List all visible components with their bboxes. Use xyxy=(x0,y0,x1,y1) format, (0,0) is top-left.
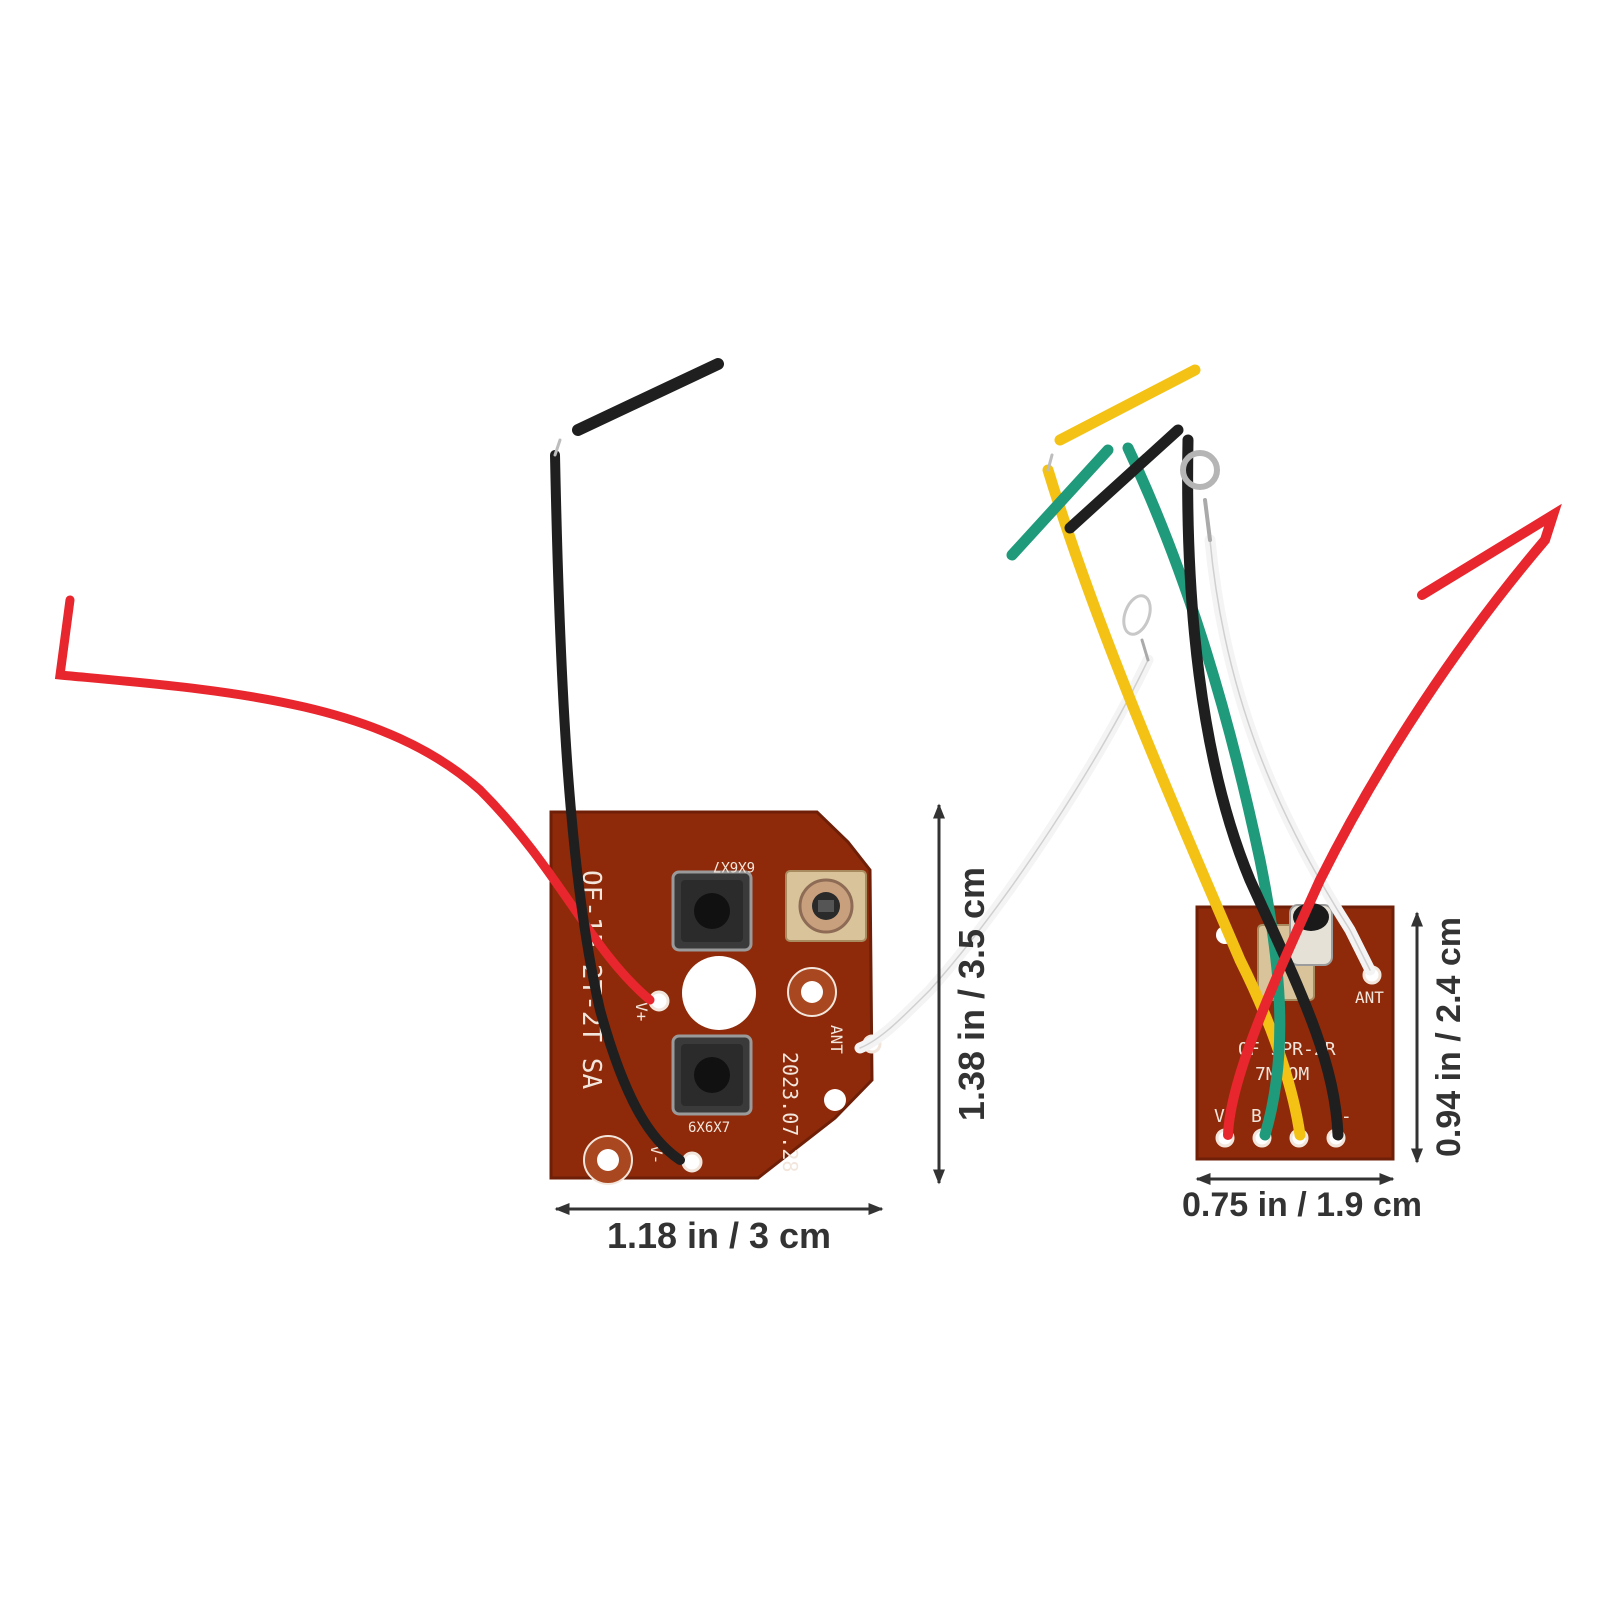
receiver-ant-label: ANT xyxy=(1355,988,1384,1007)
ring-terminal-left xyxy=(1122,594,1152,636)
pin-label-2: B xyxy=(1251,1106,1262,1127)
button-top-label: 6X6X7 xyxy=(713,858,755,874)
mounting-hole-small xyxy=(824,1089,846,1111)
wire-yellow-receiver xyxy=(1042,464,1306,1141)
transmitter-height-label: 1.38 in / 3.5 cm xyxy=(951,867,992,1121)
wire-red-transmitter xyxy=(54,595,655,1005)
ring-terminal-right xyxy=(1180,450,1220,490)
transmitter-width-label: 1.18 in / 3 cm xyxy=(607,1215,831,1256)
pad-vminus xyxy=(681,1151,703,1173)
wire-yellow-end xyxy=(1054,364,1201,446)
transmitter-wires xyxy=(54,358,1154,1165)
wire-green-end xyxy=(1006,444,1114,561)
receiver-wires xyxy=(1006,364,1562,1141)
trimmer-coil xyxy=(785,870,867,942)
wire-black-receiver xyxy=(1182,434,1344,1141)
transmitter-date-text: 2023.07.28 xyxy=(778,1052,802,1172)
receiver-width-label: 0.75 in / 1.9 cm xyxy=(1182,1186,1422,1224)
transmitter-vplus-label: V+ xyxy=(632,1002,651,1021)
receiver-height-label: 0.94 in / 2.4 cm xyxy=(1430,917,1468,1157)
push-button-bottom xyxy=(671,1034,753,1116)
hatched-pad-bottom xyxy=(583,1135,633,1185)
hatched-pad-right xyxy=(787,967,837,1017)
wire-black-transmitter xyxy=(550,450,685,1165)
wire-black-transmitter-tip xyxy=(553,438,562,457)
wire-green-receiver xyxy=(1122,442,1286,1141)
wire-black-transmitter-end xyxy=(572,358,724,436)
push-button-top xyxy=(671,870,753,952)
mounting-hole-center xyxy=(682,956,756,1030)
transmitter-ant-label: ANT xyxy=(827,1025,846,1054)
receiver-model-text: QF SPR-2R xyxy=(1238,1039,1336,1060)
dimension-annotations: 1.18 in / 3 cm 1.38 in / 3.5 cm 0.75 in … xyxy=(554,803,1468,1256)
button-bottom-label: 6X6X7 xyxy=(688,1120,730,1136)
wire-red-receiver xyxy=(1223,503,1562,1140)
wire-black-receiver-end xyxy=(1064,424,1184,534)
